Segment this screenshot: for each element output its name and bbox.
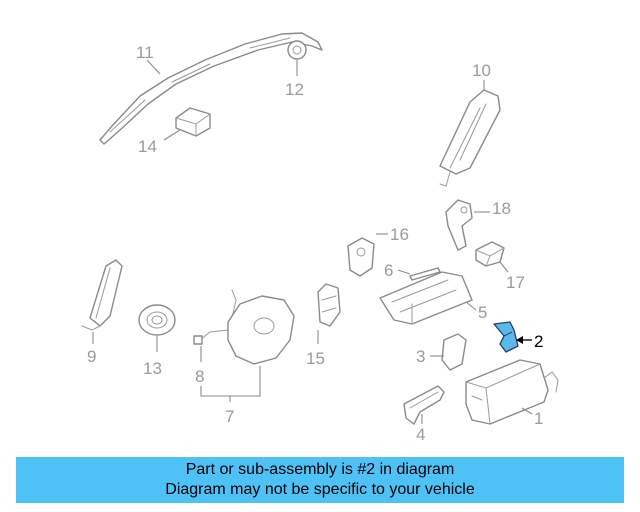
callout-label-12: 12 xyxy=(285,80,304,99)
callout-11: 11 xyxy=(136,43,161,75)
callout-14: 14 xyxy=(138,129,181,156)
part-3-bracket[interactable] xyxy=(441,333,467,371)
callout-10: 10 xyxy=(472,61,491,90)
banner-disclaimer-line: Diagram may not be specific to your vehi… xyxy=(165,481,475,498)
part-13-clock-spring[interactable] xyxy=(138,304,176,336)
part-7-driver-airbag[interactable] xyxy=(227,295,295,365)
callout-7: 7 xyxy=(200,366,261,426)
callout-label-16: 16 xyxy=(390,225,409,244)
callout-label-2: 2 xyxy=(534,332,543,351)
part-2-bracket-highlighted[interactable] xyxy=(493,321,519,353)
callout-label-13: 13 xyxy=(143,359,162,378)
callout-17: 17 xyxy=(499,261,525,292)
part-17-sensor[interactable] xyxy=(475,241,505,267)
part-14-module[interactable] xyxy=(175,107,211,137)
parts-diagram: 11 12 14 10 18 16 xyxy=(81,32,559,444)
callout-label-14: 14 xyxy=(138,137,157,156)
callout-label-11: 11 xyxy=(136,43,154,62)
part-15-sensor[interactable] xyxy=(317,283,341,327)
callout-9: 9 xyxy=(87,332,96,366)
part-4-bracket[interactable] xyxy=(403,385,445,425)
callout-5: 5 xyxy=(465,301,487,322)
callout-label-4: 4 xyxy=(416,425,425,444)
callout-2: 2 xyxy=(516,332,543,351)
callout-18: 18 xyxy=(474,199,511,218)
callout-label-15: 15 xyxy=(306,349,325,368)
callout-13: 13 xyxy=(143,336,162,378)
part-16-sensor[interactable] xyxy=(347,237,375,277)
callout-label-6: 6 xyxy=(384,261,393,280)
callout-3: 3 xyxy=(416,347,444,366)
callout-4: 4 xyxy=(416,414,425,444)
part-18-bracket[interactable] xyxy=(445,199,473,251)
callout-label-5: 5 xyxy=(478,303,487,322)
part-6-strip[interactable] xyxy=(409,267,441,281)
callout-label-17: 17 xyxy=(506,273,525,292)
callout-16: 16 xyxy=(376,225,409,244)
callout-label-10: 10 xyxy=(472,61,491,80)
callout-label-9: 9 xyxy=(87,347,96,366)
part-5-passenger-airbag-housing[interactable] xyxy=(379,271,473,325)
banner-part-line: Part or sub-assembly is #2 in diagram xyxy=(185,461,455,478)
callout-label-3: 3 xyxy=(416,347,425,366)
callout-8: 8 xyxy=(195,346,204,386)
callout-label-18: 18 xyxy=(492,199,511,218)
callout-label-1: 1 xyxy=(534,409,543,428)
callout-12: 12 xyxy=(285,60,304,99)
part-9-side-airbag[interactable] xyxy=(81,259,123,331)
part-11-curtain-airbag[interactable] xyxy=(99,32,323,145)
callout-15: 15 xyxy=(306,330,325,368)
info-banner: Part or sub-assembly is #2 in diagram Di… xyxy=(16,457,624,503)
callout-label-7: 7 xyxy=(225,407,234,426)
part-1-airbag-module[interactable] xyxy=(465,359,559,425)
callout-1: 1 xyxy=(521,407,543,428)
part-12-sensor[interactable] xyxy=(287,40,307,60)
callout-label-8: 8 xyxy=(195,367,204,386)
part-10-side-airbag[interactable] xyxy=(439,89,501,187)
callout-6: 6 xyxy=(384,261,411,280)
